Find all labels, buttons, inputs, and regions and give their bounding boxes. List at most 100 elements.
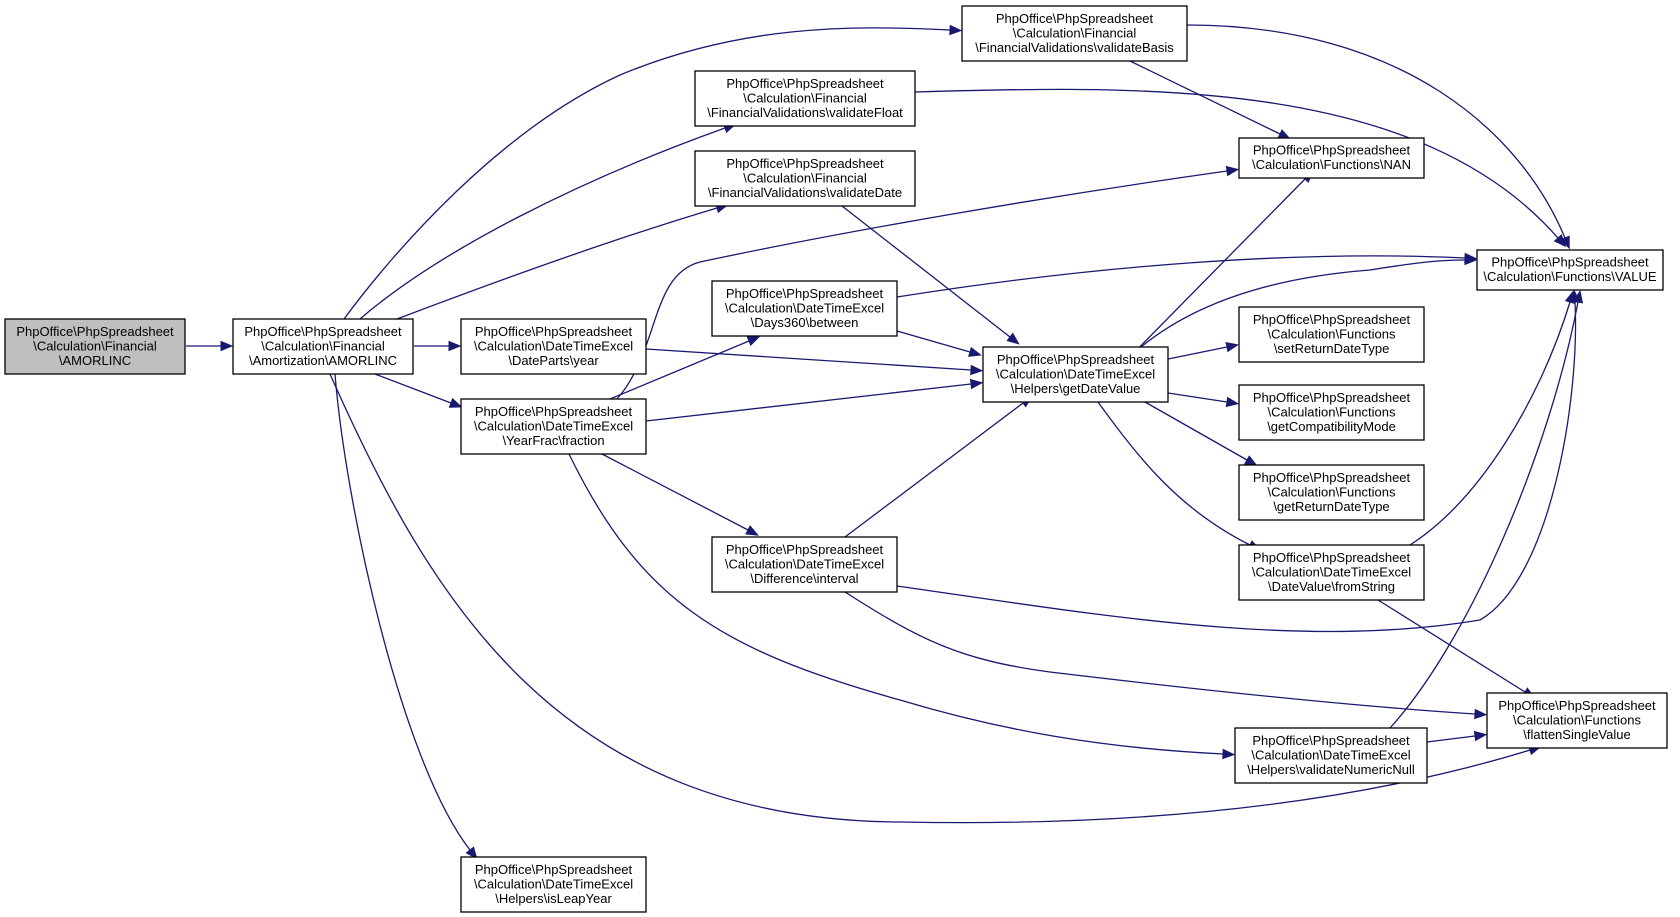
edge-fraction-to-valNull xyxy=(568,453,1236,760)
edge-interval-to-getDate xyxy=(844,395,1033,538)
node-getCompat[interactable]: PhpOffice\PhpSpreadsheet\Calculation\Fun… xyxy=(1238,384,1425,441)
node-label-line: \Calculation\DateTimeExcel xyxy=(474,876,633,891)
edge-line xyxy=(896,301,1577,633)
node-box[interactable] xyxy=(1476,249,1664,291)
node-label-line: \Amortization\AMORLINC xyxy=(249,353,397,368)
node-label-line: PhpOffice\PhpSpreadsheet xyxy=(1498,698,1656,713)
node-box[interactable] xyxy=(694,70,916,127)
edge-fraction-to-interval xyxy=(601,453,759,536)
edge-arrowhead xyxy=(968,346,982,357)
node-box[interactable] xyxy=(1238,306,1425,363)
node-label-line: \FinancialValidations\validateDate xyxy=(708,185,902,200)
node-valDate[interactable]: PhpOffice\PhpSpreadsheet\Calculation\Fin… xyxy=(694,150,916,207)
node-valFloat[interactable]: PhpOffice\PhpSpreadsheet\Calculation\Fin… xyxy=(694,70,916,127)
node-box[interactable] xyxy=(460,856,647,913)
edge-line xyxy=(1186,24,1566,239)
node-label-line: PhpOffice\PhpSpreadsheet xyxy=(1253,390,1411,405)
edge-arrowhead xyxy=(1474,708,1488,720)
node-box[interactable] xyxy=(1238,384,1425,441)
node-box[interactable] xyxy=(694,150,916,207)
edge-arrowhead xyxy=(220,340,234,352)
node-valBasis[interactable]: PhpOffice\PhpSpreadsheet\Calculation\Fin… xyxy=(961,5,1188,62)
edge-arrowhead xyxy=(1225,396,1240,408)
node-box[interactable] xyxy=(961,5,1188,62)
node-label-line: PhpOffice\PhpSpreadsheet xyxy=(475,324,633,339)
node-label-line: \Calculation\DateTimeExcel xyxy=(725,300,884,315)
node-box[interactable] xyxy=(460,318,647,375)
node-setRet[interactable]: PhpOffice\PhpSpreadsheet\Calculation\Fun… xyxy=(1238,306,1425,363)
node-getRet[interactable]: PhpOffice\PhpSpreadsheet\Calculation\Fun… xyxy=(1238,464,1425,521)
edge-fraction-to-getDate xyxy=(645,378,984,422)
edge-line xyxy=(609,340,750,400)
node-label-line: PhpOffice\PhpSpreadsheet xyxy=(1491,255,1649,270)
edge-days360-to-getDate xyxy=(896,330,982,357)
node-label-line: \Calculation\Functions\VALUE xyxy=(1483,269,1657,284)
edge-line xyxy=(1129,60,1281,135)
edge-line xyxy=(1111,259,1466,376)
edge-line xyxy=(1377,599,1526,693)
edge-line xyxy=(914,88,1559,239)
node-label-line: PhpOffice\PhpSpreadsheet xyxy=(726,542,884,557)
edge-valBasis-to-nan xyxy=(1129,60,1292,140)
node-year[interactable]: PhpOffice\PhpSpreadsheet\Calculation\Dat… xyxy=(460,318,647,375)
edge-getDate-to-fromString xyxy=(1097,401,1262,551)
node-box[interactable] xyxy=(711,536,898,593)
node-leap[interactable]: PhpOffice\PhpSpreadsheet\Calculation\Dat… xyxy=(460,856,647,913)
edge-amort-to-fraction xyxy=(374,373,463,408)
edge-valNull-to-flatten xyxy=(1426,730,1488,743)
node-box[interactable] xyxy=(1238,137,1425,179)
edge-line xyxy=(329,373,1531,824)
node-nan[interactable]: PhpOffice\PhpSpreadsheet\Calculation\Fun… xyxy=(1238,137,1425,179)
edge-arrowhead xyxy=(448,340,462,352)
edge-line xyxy=(1111,178,1306,376)
node-value[interactable]: PhpOffice\PhpSpreadsheet\Calculation\Fun… xyxy=(1476,249,1664,291)
node-box[interactable] xyxy=(1234,727,1428,784)
node-label-line: PhpOffice\PhpSpreadsheet xyxy=(726,76,884,91)
node-box[interactable] xyxy=(232,318,414,375)
edge-arrowhead xyxy=(949,24,963,36)
edge-amort-to-valDate xyxy=(396,203,729,320)
node-label-line: \FinancialValidations\validateBasis xyxy=(975,40,1174,55)
edge-fraction-to-nan xyxy=(616,165,1240,400)
node-label-line: \DateParts\year xyxy=(508,353,599,368)
node-box[interactable] xyxy=(1486,692,1668,749)
node-box[interactable] xyxy=(460,398,647,455)
edge-arrowhead xyxy=(465,846,478,860)
edge-line xyxy=(374,373,452,404)
edge-arrowhead xyxy=(1572,289,1584,304)
node-getDate[interactable]: PhpOffice\PhpSpreadsheet\Calculation\Dat… xyxy=(982,346,1169,403)
node-label-line: PhpOffice\PhpSpreadsheet xyxy=(997,352,1155,367)
node-label-line: PhpOffice\PhpSpreadsheet xyxy=(726,286,884,301)
node-box[interactable] xyxy=(4,318,186,375)
node-root[interactable]: PhpOffice\PhpSpreadsheet\Calculation\Fin… xyxy=(4,318,186,375)
node-label-line: \AMORLINC xyxy=(59,353,131,368)
node-fraction[interactable]: PhpOffice\PhpSpreadsheet\Calculation\Dat… xyxy=(460,398,647,455)
edge-arrowhead xyxy=(1225,341,1240,353)
edge-line xyxy=(1409,301,1571,546)
node-valNull[interactable]: PhpOffice\PhpSpreadsheet\Calculation\Dat… xyxy=(1234,727,1428,784)
node-box[interactable] xyxy=(711,280,898,337)
edge-valBasis-to-value xyxy=(1186,24,1570,250)
node-label-line: PhpOffice\PhpSpreadsheet xyxy=(1252,733,1410,748)
edge-arrowhead xyxy=(970,364,984,376)
node-box[interactable] xyxy=(1238,544,1425,601)
node-days360[interactable]: PhpOffice\PhpSpreadsheet\Calculation\Dat… xyxy=(711,280,898,337)
nodes-layer: PhpOffice\PhpSpreadsheet \Calculation\Fin… xyxy=(4,5,1668,913)
edge-interval-to-value xyxy=(896,289,1581,633)
node-label-line: \setReturnDateType xyxy=(1274,341,1390,356)
node-flatten[interactable]: PhpOffice\PhpSpreadsheet\Calculation\Fun… xyxy=(1486,692,1668,749)
node-box[interactable] xyxy=(982,346,1169,403)
node-box[interactable] xyxy=(1238,464,1425,521)
node-interval[interactable]: PhpOffice\PhpSpreadsheet\Calculation\Dat… xyxy=(711,536,898,593)
edge-interval-to-flatten xyxy=(844,591,1488,720)
node-amort[interactable]: PhpOffice\PhpSpreadsheet\Calculation\Fin… xyxy=(232,318,414,375)
node-label-line: \Calculation\Financial xyxy=(261,338,385,353)
edge-amort-to-valFloat xyxy=(359,123,737,320)
node-label-line: \getCompatibilityMode xyxy=(1267,419,1396,434)
node-label-line: \Calculation\Functions xyxy=(1268,404,1396,419)
node-label-line: PhpOffice\PhpSpreadsheet xyxy=(16,324,174,339)
node-fromString[interactable]: PhpOffice\PhpSpreadsheet\Calculation\Dat… xyxy=(1238,544,1425,601)
edge-fromString-to-value xyxy=(1409,290,1575,546)
edge-arrowhead xyxy=(1564,290,1575,305)
